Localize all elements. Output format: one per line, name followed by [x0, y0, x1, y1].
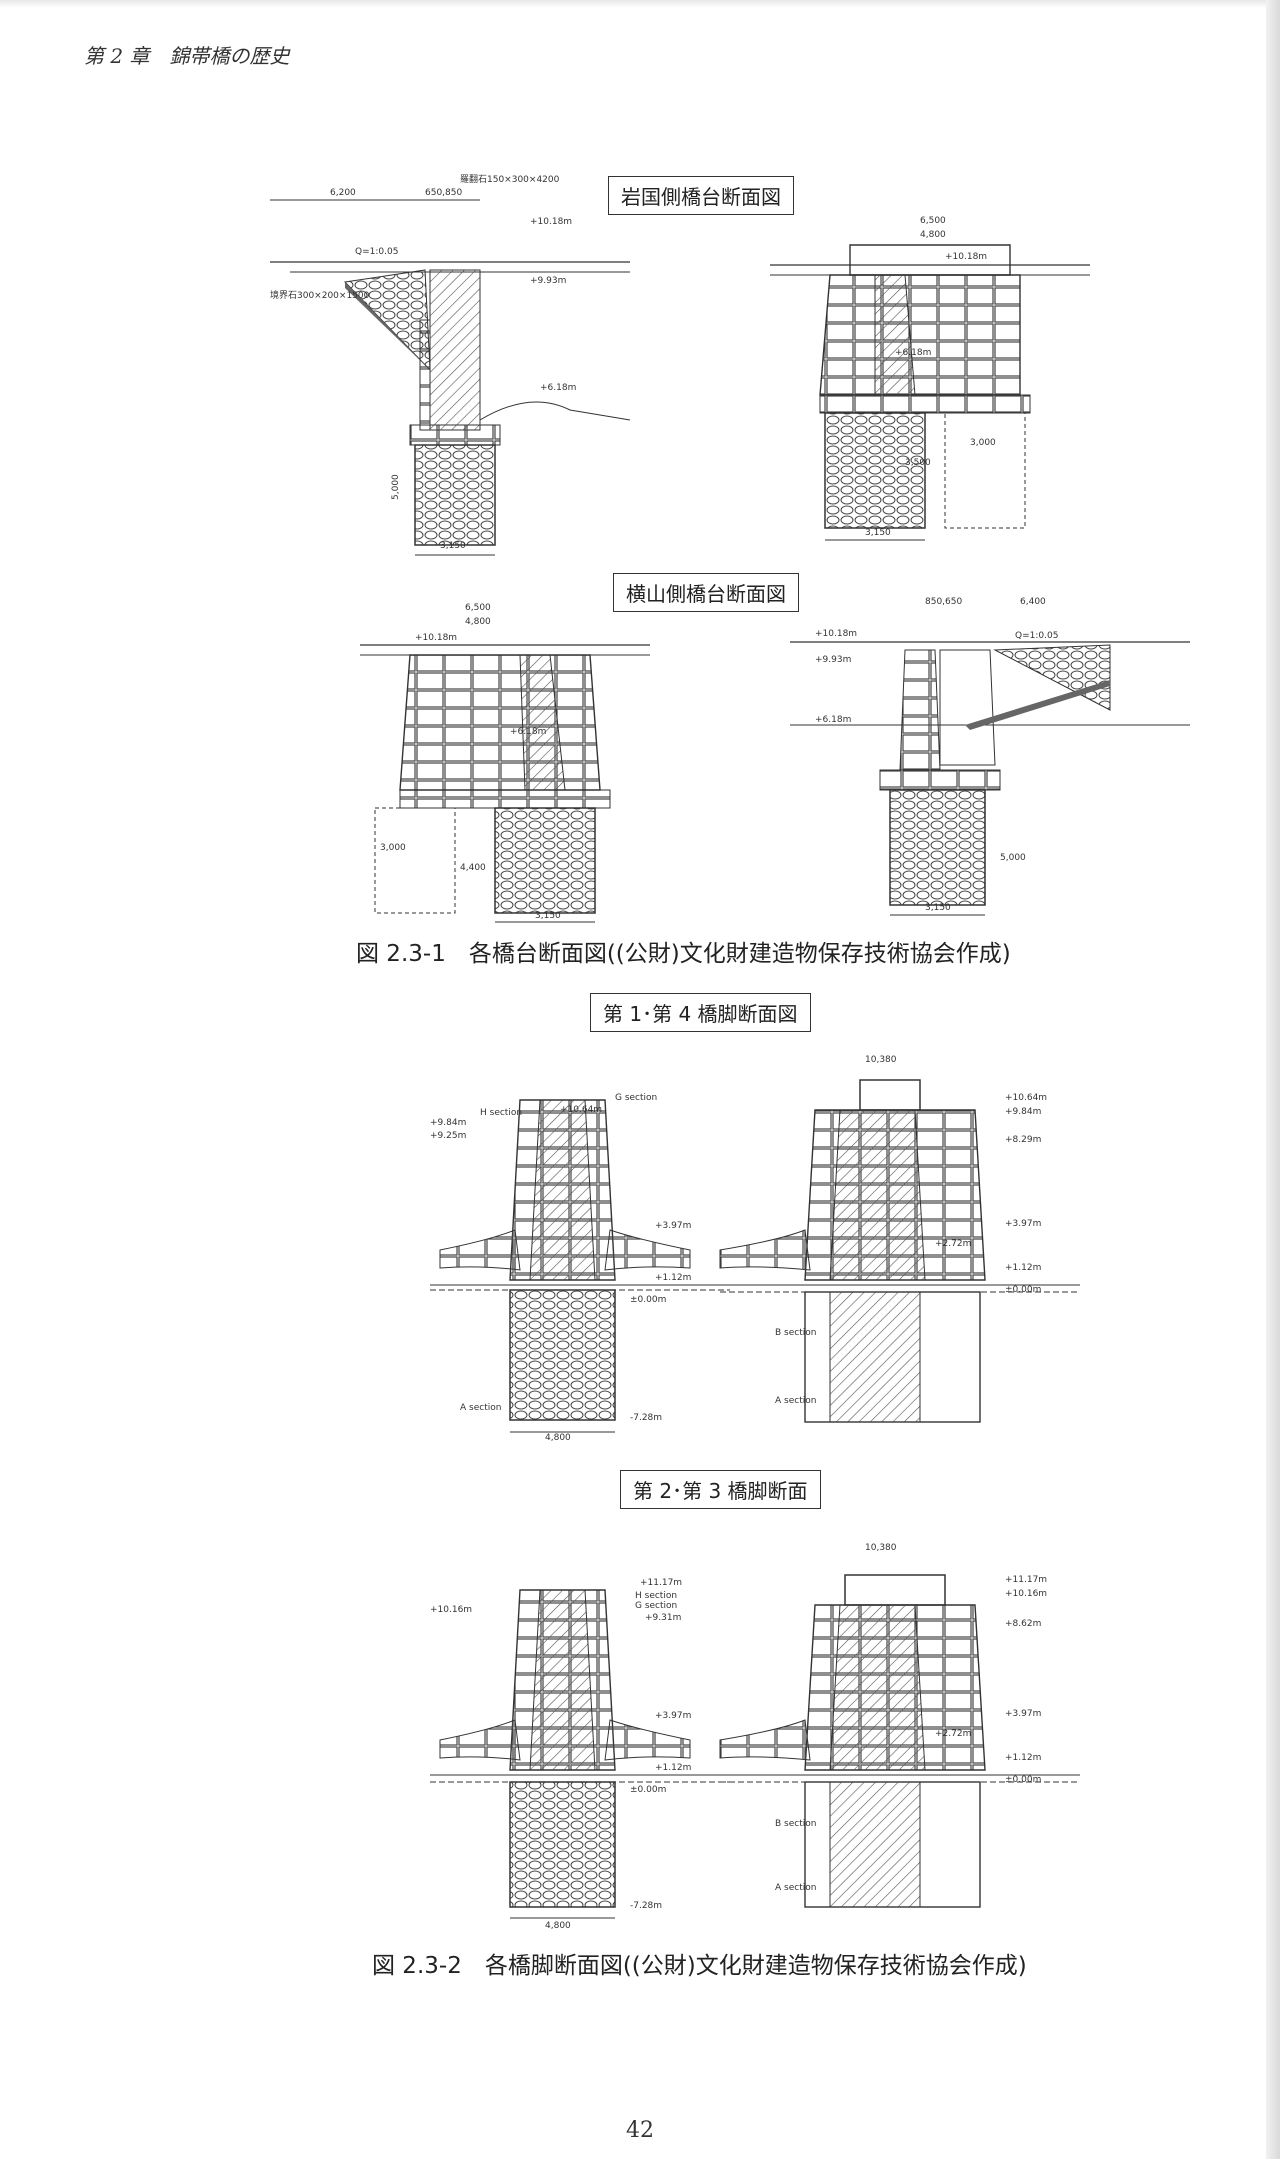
pier-1-4-section-right: 10,380 +10.64m +9.84m +8.29m +3.97m +2.7…: [719, 1055, 1080, 1423]
sec-p1-2: G section: [615, 1093, 657, 1103]
pier-2-3-label: 第 2･第 3 橋脚断面: [620, 1470, 821, 1509]
elev-p1-1: +10.64m: [560, 1105, 602, 1115]
sec-p2-2: A section: [775, 1396, 816, 1406]
dim-depth-d: 5,000: [1000, 853, 1026, 863]
yokoyama-abutment-label: 横山側橋台断面図: [613, 573, 799, 612]
sec-p1-1: H section: [480, 1108, 522, 1118]
elev-p4-4: +3.97m: [1005, 1709, 1041, 1719]
elevation-d2: +9.93m: [815, 655, 851, 665]
boundary-stone-a: 境界石300×200×1500: [270, 289, 370, 301]
elev-p1-3: +9.25m: [430, 1131, 466, 1141]
sec-p3-2: G section: [635, 1601, 677, 1611]
elev-p2-3: +8.29m: [1005, 1135, 1041, 1145]
elev-p3-5: +1.12m: [655, 1763, 691, 1773]
pier-2-3-section-left: +11.17m +10.16m +9.31m +3.97m +1.12m ±0.…: [430, 1578, 730, 1931]
figure-caption-2-3-2: 図 2.3-2 各橋脚断面図((公財)文化財建造物保存技術協会作成): [372, 1953, 1027, 1979]
dim-width-c2: 4,800: [465, 617, 491, 627]
dim-base-a: 3,150: [440, 541, 466, 551]
sec-p4-2: A section: [775, 1883, 816, 1893]
dim-width-a2: 650,850: [425, 188, 462, 198]
dim-p4-width: 10,380: [865, 1543, 897, 1553]
sec-p1-3: A section: [460, 1403, 501, 1413]
label-stone-a: 羅翻石150×300×4200: [460, 174, 560, 185]
sec-p2-1: B section: [775, 1328, 816, 1338]
elev-p2-4: +3.97m: [1005, 1219, 1041, 1229]
elev-p3-7: -7.28m: [630, 1901, 662, 1911]
elevation-d1: +10.18m: [815, 629, 857, 639]
page-number: 42: [626, 2118, 654, 2143]
sec-p3-1: H section: [635, 1591, 677, 1601]
dim-base-b: 3,150: [865, 528, 891, 538]
dim-width-b2: 4,800: [920, 230, 946, 240]
dim-width-d2: 6,400: [1020, 597, 1046, 607]
running-head: 第 2 章 錦帯橋の歴史: [84, 44, 290, 68]
elev-p1-2: +9.84m: [430, 1118, 466, 1128]
elev-p3-2: +10.16m: [430, 1605, 472, 1615]
dim-b2: 3,000: [970, 438, 996, 448]
elevation-a3: +6.18m: [540, 383, 576, 393]
elev-p4-1: +11.17m: [1005, 1575, 1047, 1585]
dim-p1-width: 4,800: [545, 1433, 571, 1443]
pier-1-4-section-left: +10.64m +9.84m +9.25m +3.97m +1.12m ±0.0…: [430, 1093, 730, 1443]
sec-p4-1: B section: [775, 1819, 816, 1829]
elev-p2-1: +10.64m: [1005, 1093, 1047, 1103]
elev-p3-1: +11.17m: [640, 1578, 682, 1588]
elev-p4-2: +10.16m: [1005, 1589, 1047, 1599]
dim-base-c: 3,150: [535, 911, 561, 921]
elev-p4-3: +8.62m: [1005, 1619, 1041, 1629]
dim-base-d: 3,150: [925, 903, 951, 913]
page-edge-shadow: [1266, 0, 1280, 2159]
dim-width-a1: 6,200: [330, 188, 356, 198]
dim-b1: 3,500: [905, 458, 931, 468]
elev-p2-6: +1.12m: [1005, 1263, 1041, 1273]
elevation-b2: +6.18m: [895, 348, 931, 358]
iwakuni-abutment-section-right: 6,500 4,800 +10.18m +6.18m 3,150 3,500 3…: [770, 216, 1090, 541]
elev-p1-7: -7.28m: [630, 1413, 662, 1423]
pier-1-4-label: 第 1･第 4 橋脚断面図: [590, 993, 811, 1032]
elevation-c2: +6.18m: [510, 727, 546, 737]
slope-d: Q=1:0.05: [1015, 631, 1058, 641]
dim-width-b1: 6,500: [920, 216, 946, 226]
elevation-a1: +10.18m: [530, 217, 572, 227]
dim-p3-width: 4,800: [545, 1921, 571, 1931]
elev-p4-6: +1.12m: [1005, 1753, 1041, 1763]
yokoyama-abutment-section-right: 850,650 6,400 +10.18m +9.93m +6.18m Q=1:…: [790, 597, 1190, 916]
iwakuni-abutment-label: 岩国側橋台断面図: [608, 176, 794, 215]
elevation-a2: +9.93m: [530, 276, 566, 286]
page-top-shadow: [0, 0, 1280, 8]
elev-p2-2: +9.84m: [1005, 1107, 1041, 1117]
slope-a: Q=1:0.05: [355, 247, 398, 257]
elev-p2-7: ±0.00m: [1005, 1285, 1041, 1295]
dim-width-c1: 6,500: [465, 603, 491, 613]
elevation-c1: +10.18m: [415, 633, 457, 643]
dim-c2: 4,400: [460, 863, 486, 873]
elevation-d3: +6.18m: [815, 715, 851, 725]
elev-p2-5: +2.72m: [935, 1239, 971, 1249]
dim-width-d1: 850,650: [925, 597, 962, 607]
elev-p1-6: ±0.00m: [630, 1295, 666, 1305]
elev-p4-7: ±0.00m: [1005, 1775, 1041, 1785]
dim-p2-width: 10,380: [865, 1055, 897, 1065]
iwakuni-abutment-section-left: 6,200 650,850 羅翻石150×300×4200 +10.18m +9…: [270, 174, 631, 556]
dim-c1: 3,000: [380, 843, 406, 853]
elev-p4-5: +2.72m: [935, 1729, 971, 1739]
elev-p1-4: +3.97m: [655, 1221, 691, 1231]
dim-depth-a: 5,000: [391, 474, 401, 500]
elev-p1-5: +1.12m: [655, 1273, 691, 1283]
figure-caption-2-3-1: 図 2.3-1 各橋台断面図((公財)文化財建造物保存技術協会作成): [356, 941, 1011, 967]
elev-p3-4: +3.97m: [655, 1711, 691, 1721]
pier-2-3-section-right: 10,380 +11.17m +10.16m +8.62m +3.97m +2.…: [719, 1543, 1080, 1908]
elev-p3-6: ±0.00m: [630, 1785, 666, 1795]
yokoyama-abutment-section-left: 6,500 4,800 +10.18m +6.18m 3,150 3,000 4…: [360, 603, 650, 923]
elev-p3-3: +9.31m: [645, 1613, 681, 1623]
elevation-b1: +10.18m: [945, 252, 987, 262]
